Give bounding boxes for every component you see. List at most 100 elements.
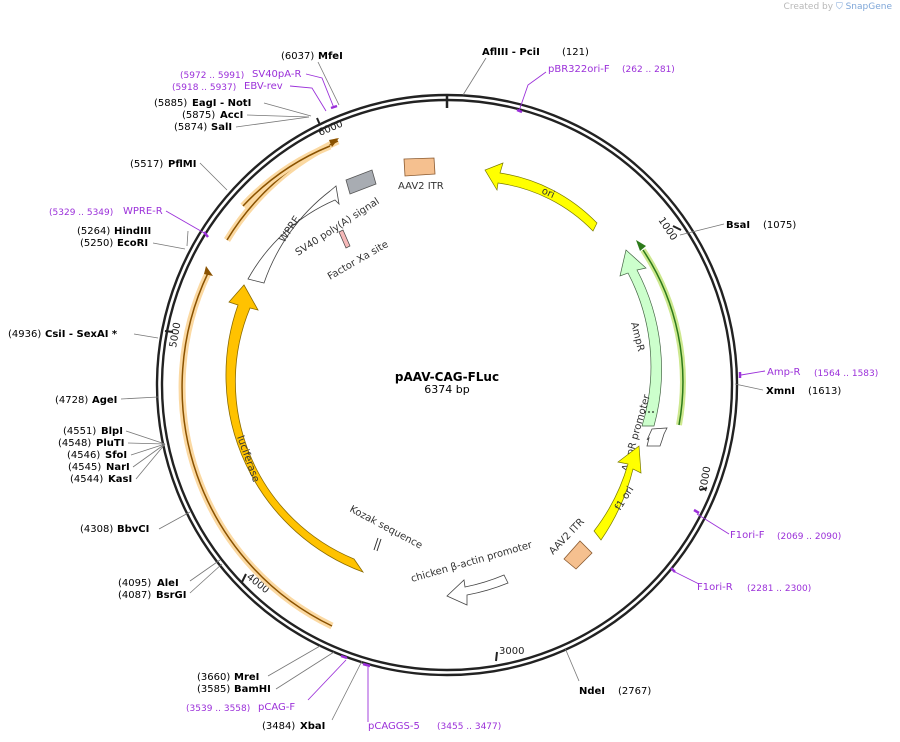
site-salI[interactable]: (5874) SalI bbox=[174, 122, 232, 133]
site-accI[interactable]: (5875) AccI bbox=[182, 110, 243, 121]
feature-luciferase[interactable]: luciferase bbox=[178, 266, 365, 630]
site-bamHI[interactable]: (3585) BamHI bbox=[197, 684, 271, 695]
feature-wpre[interactable]: WPRE bbox=[224, 137, 340, 284]
tick-label-1000: 1000 bbox=[656, 216, 679, 243]
site-name: SalI bbox=[211, 122, 232, 133]
feature-label-cba-promoter: chicken β-actin promoter bbox=[410, 539, 534, 584]
site-name: CsiI - SexAI * bbox=[45, 329, 118, 340]
site-blpI[interactable]: (4551) BlpI bbox=[63, 426, 123, 437]
site-name: BamHI bbox=[234, 684, 271, 695]
plasmid-name: pAAV-CAG-FLuc bbox=[395, 370, 499, 384]
site-bsaI[interactable]: BsaI (1075) bbox=[726, 220, 796, 231]
credit-brand: SnapGene bbox=[845, 2, 892, 12]
tick-label-2000: 2000 bbox=[698, 466, 713, 493]
site-xbaI[interactable]: (3484) XbaI bbox=[262, 721, 325, 732]
site-name: BsrGI bbox=[156, 590, 186, 601]
site-csiI-sexAI[interactable]: (4936) CsiI - SexAI * bbox=[8, 329, 118, 340]
site-eagI-notI[interactable]: (5885) EagI - NotI bbox=[154, 98, 251, 109]
primer-range: (5972 .. 5991) bbox=[180, 71, 244, 81]
primer-name: pCAGGS-5 bbox=[368, 721, 420, 732]
site-name: BbvCI bbox=[117, 524, 149, 535]
primer-range: (3455 .. 3477) bbox=[437, 722, 501, 732]
site-name: MreI bbox=[234, 672, 259, 683]
site-position: (4544) bbox=[70, 474, 103, 485]
site-ecoRI[interactable]: (5250) EcoRI bbox=[80, 238, 148, 249]
site-name: EcoRI bbox=[117, 238, 148, 249]
site-position: (5517) bbox=[130, 159, 163, 170]
site-pluTI[interactable]: (4548) PluTI bbox=[58, 438, 124, 449]
feature-factor-xa[interactable]: Factor Xa site bbox=[326, 229, 390, 283]
primer-name: pBR322ori-F bbox=[548, 64, 610, 75]
primer-f1ori-r[interactable]: F1ori-R (2281 .. 2300) bbox=[670, 567, 811, 594]
primer-name: F1ori-R bbox=[697, 582, 733, 593]
site-name: PflMI bbox=[168, 159, 196, 170]
site-name: XmnI bbox=[766, 386, 795, 397]
site-position: (1075) bbox=[763, 220, 796, 231]
site-sfoI[interactable]: (4546) SfoI bbox=[67, 450, 127, 461]
primer-wpre-r[interactable]: WPRE-R (5329 .. 5349) bbox=[49, 206, 209, 238]
primer-name: EBV-rev bbox=[244, 81, 283, 92]
primer-name: pCAG-F bbox=[258, 702, 295, 713]
site-position: (4087) bbox=[118, 590, 151, 601]
snapgene-credit: Created by ⛉ SnapGene bbox=[784, 2, 892, 12]
primer-sv40pa-r[interactable]: SV40pA-R (5972 .. 5991) bbox=[180, 69, 338, 110]
site-position: (4308) bbox=[80, 524, 113, 535]
feature-label-ori: ori bbox=[540, 186, 556, 201]
site-ageI[interactable]: (4728) AgeI bbox=[55, 395, 117, 406]
site-position: (5885) bbox=[154, 98, 187, 109]
site-hindIII[interactable]: (5264) HindIII bbox=[77, 226, 151, 237]
feature-label-kozak: Kozak sequence bbox=[348, 504, 424, 552]
feature-amp-r[interactable]: AmpR bbox=[619, 240, 686, 427]
feature-cba-promoter[interactable]: chicken β-actin promoter bbox=[410, 539, 534, 606]
site-kasI[interactable]: (4544) KasI bbox=[70, 474, 132, 485]
feature-label-luciferase: luciferase bbox=[234, 434, 261, 483]
plasmid-size: 6374 bp bbox=[424, 383, 469, 396]
site-mreI[interactable]: (3660) MreI bbox=[197, 672, 259, 683]
site-position: (4548) bbox=[58, 438, 91, 449]
feature-f1-ori[interactable]: f1 ori bbox=[593, 445, 642, 541]
feature-kozak[interactable]: Kozak sequence bbox=[348, 504, 424, 552]
primer-pbr322ori-f[interactable]: pBR322ori-F (262 .. 281) bbox=[516, 64, 675, 114]
primer-name: Amp-R bbox=[767, 367, 801, 378]
site-aleI[interactable]: (4095) AleI bbox=[118, 578, 179, 589]
primer-range: (5918 .. 5937) bbox=[172, 83, 236, 93]
site-name: SfoI bbox=[105, 450, 127, 461]
feature-aav2-itr-top[interactable]: AAV2 ITR bbox=[398, 157, 444, 192]
feature-label-aav2-itr-top: AAV2 ITR bbox=[398, 181, 444, 192]
primer-range: (1564 .. 1583) bbox=[814, 369, 878, 379]
site-name: HindIII bbox=[114, 226, 151, 237]
site-position: (3585) bbox=[197, 684, 230, 695]
primer-name: SV40pA-R bbox=[252, 69, 301, 80]
primer-pcaggs-5[interactable]: pCAGGS-5 (3455 .. 3477) bbox=[362, 662, 501, 732]
primer-amp-r[interactable]: Amp-R (1564 .. 1583) bbox=[738, 367, 878, 379]
site-name: KasI bbox=[108, 474, 132, 485]
site-leader-lines bbox=[120, 57, 764, 721]
site-xmnI[interactable]: XmnI (1613) bbox=[766, 386, 841, 397]
site-name: EagI - NotI bbox=[192, 98, 251, 109]
feature-aav2-itr-right[interactable]: AAV2 ITR bbox=[547, 517, 593, 570]
site-ndeI[interactable]: NdeI (2767) bbox=[579, 686, 651, 697]
site-mfeI[interactable]: (6037) MfeI bbox=[281, 51, 343, 62]
site-name: AflIII - PciI bbox=[482, 47, 540, 58]
restriction-sites: AflIII - PciI (121) BsaI (1075) XmnI (16… bbox=[8, 47, 841, 732]
feature-label-ampr: AmpR bbox=[628, 321, 646, 353]
site-narI[interactable]: (4545) NarI bbox=[68, 462, 130, 473]
site-position: (4546) bbox=[67, 450, 100, 461]
site-position: (5264) bbox=[77, 226, 110, 237]
feature-ori[interactable]: ori bbox=[484, 162, 598, 232]
site-bbvCI[interactable]: (4308) BbvCI bbox=[80, 524, 149, 535]
primer-pcag-f[interactable]: pCAG-F (3539 .. 3558) bbox=[186, 654, 348, 714]
primers: pBR322ori-F (262 .. 281) Amp-R (1564 .. … bbox=[49, 64, 878, 732]
primer-range: (3539 .. 3558) bbox=[186, 704, 250, 714]
site-name: AgeI bbox=[92, 395, 117, 406]
site-name: MfeI bbox=[318, 51, 343, 62]
site-aflIII-pciI[interactable]: AflIII - PciI (121) bbox=[482, 47, 589, 58]
site-pflMI[interactable]: (5517) PflMI bbox=[130, 159, 196, 170]
primer-ebv-rev[interactable]: EBV-rev (5918 .. 5937) bbox=[172, 81, 327, 112]
site-position: (2767) bbox=[618, 686, 651, 697]
primer-f1ori-f[interactable]: F1ori-F (2069 .. 2090) bbox=[693, 508, 841, 542]
site-bsrGI[interactable]: (4087) BsrGI bbox=[118, 590, 186, 601]
site-name: AleI bbox=[157, 578, 179, 589]
primer-range: (5329 .. 5349) bbox=[49, 208, 113, 218]
